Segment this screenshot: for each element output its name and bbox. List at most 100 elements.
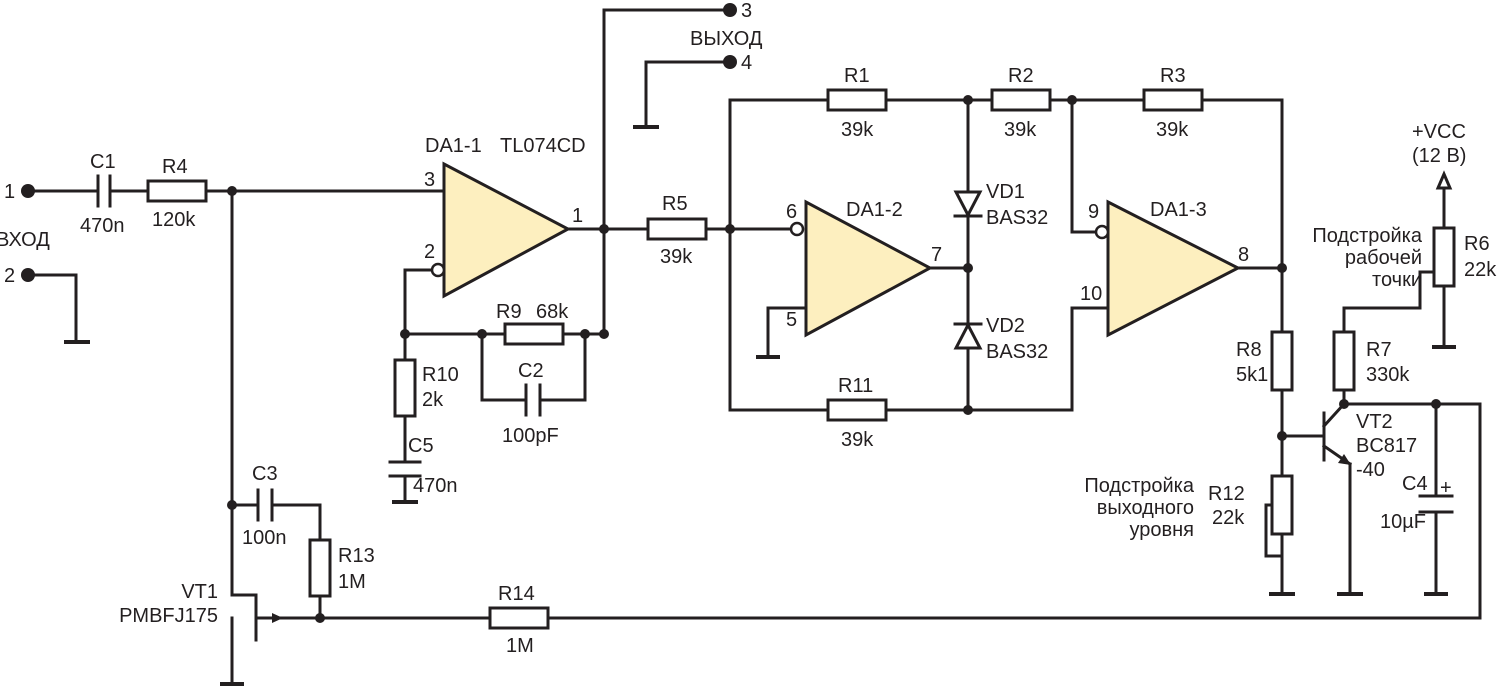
- capacitor-c1: [96, 174, 112, 208]
- r7-value: 330k: [1366, 364, 1410, 386]
- junction-dot: [477, 329, 487, 339]
- junction-dot: [227, 186, 237, 196]
- opamp-da1-2: [789, 199, 934, 338]
- inverting-input-bubble: [430, 262, 446, 278]
- r3-name: R3: [1160, 65, 1186, 87]
- r1-value: 39k: [841, 119, 874, 141]
- r5-value: 39k: [660, 246, 693, 268]
- trim2-line1: Подстройка: [1084, 475, 1194, 497]
- r8-value: 5k1: [1236, 364, 1268, 386]
- r7-name: R7: [1366, 339, 1392, 361]
- resistor-r6: [1432, 226, 1456, 288]
- inverting-input-bubble: [789, 221, 805, 237]
- c5-value: 470n: [413, 475, 458, 497]
- vd1-part: BAS32: [986, 207, 1048, 229]
- vcc-line1: +VCC: [1412, 121, 1466, 143]
- c3-value: 100n: [242, 527, 287, 549]
- trim1-line3: точки: [1372, 269, 1422, 291]
- resistor-r9: [503, 322, 565, 346]
- r10-value: 2k: [422, 389, 444, 411]
- vt1-part: PMBFJ175: [119, 605, 218, 627]
- resistor-r8: [1270, 330, 1294, 392]
- capacitors: [96, 174, 1454, 522]
- junction-dot: [963, 95, 973, 105]
- output-name-label: ВЫХОД: [690, 28, 763, 50]
- da12-pin5: 5: [786, 309, 797, 331]
- r9-value: 68k: [536, 301, 569, 323]
- r13-name: R13: [338, 545, 375, 567]
- junction-dot: [963, 263, 973, 273]
- terminals: [21, 3, 737, 282]
- resistor-r11: [826, 398, 888, 422]
- vd2-name: VD2: [986, 315, 1025, 337]
- da12-name: DA1-2: [846, 199, 903, 221]
- da11-part: TL074CD: [500, 135, 586, 157]
- da11-pin3: 3: [424, 169, 435, 191]
- resistor-r5: [646, 217, 708, 241]
- junction-dot: [1067, 95, 1077, 105]
- junction-dot: [1277, 263, 1287, 273]
- da12-pin6: 6: [786, 201, 797, 223]
- r5-name: R5: [662, 193, 688, 215]
- junction-dot: [725, 224, 735, 234]
- input-pin2-label: 2: [4, 265, 15, 287]
- junction-dots: [227, 95, 1441, 623]
- trim1-line1: Подстройка: [1312, 225, 1422, 247]
- vcc-arrow: [1435, 170, 1453, 190]
- junction-dot: [315, 613, 325, 623]
- r8-name: R8: [1236, 339, 1262, 361]
- c4-value: 10µF: [1380, 511, 1426, 533]
- vt2-part2: -40: [1356, 459, 1385, 481]
- da13-pin10: 10: [1080, 283, 1102, 305]
- resistor-r7: [1332, 330, 1356, 392]
- ground-symbols: [64, 125, 1456, 686]
- r1-name: R1: [844, 65, 870, 87]
- junction-dot: [963, 405, 973, 415]
- diode-vd1: [953, 190, 983, 219]
- r6-name: R6: [1464, 233, 1490, 255]
- da13-name: DA1-3: [1150, 199, 1207, 221]
- output-pin4-label: 4: [741, 52, 752, 74]
- input-terminal-2: [21, 268, 35, 282]
- da12-pin7: 7: [931, 244, 942, 266]
- r12-name: R12: [1208, 483, 1245, 505]
- resistor-r2: [990, 88, 1052, 112]
- junction-dot: [1277, 431, 1287, 441]
- junction-dot: [580, 329, 590, 339]
- resistor-r13: [308, 538, 332, 598]
- r13-value: 1M: [338, 571, 366, 593]
- junction-dot: [1339, 399, 1349, 409]
- da11-name: DA1-1: [425, 135, 482, 157]
- trim1-line2: рабочей: [1345, 247, 1422, 269]
- r6-value: 22k: [1464, 259, 1497, 281]
- capacitor-c5: [388, 460, 422, 478]
- junction-dot: [400, 329, 410, 339]
- junction-dot: [1431, 399, 1441, 409]
- r11-name: R11: [838, 375, 873, 397]
- input-terminal-1: [21, 184, 35, 198]
- wires: [26, 8, 1482, 685]
- r4-value: 120k: [152, 209, 196, 231]
- c4-name: C4: [1402, 473, 1428, 495]
- inverting-input-bubble: [1094, 224, 1110, 240]
- da13-pin8: 8: [1238, 244, 1249, 266]
- vt2-name: VT2: [1356, 411, 1393, 433]
- da11-pin1: 1: [572, 205, 583, 227]
- r14-value: 1M: [506, 635, 534, 657]
- r2-name: R2: [1008, 65, 1034, 87]
- c3-name: C3: [252, 463, 278, 485]
- output-pin3-label: 3: [741, 0, 752, 22]
- resistor-r4: [146, 179, 208, 203]
- labels: 1 ВХОД 2 3 ВЫХОД 4 C1 470n R4 120k DA1-1…: [0, 0, 1497, 657]
- input-name-label: ВХОД: [0, 229, 50, 251]
- output-terminal-3: [723, 3, 737, 17]
- r4-name: R4: [162, 156, 188, 178]
- junction-dot: [599, 224, 609, 234]
- opamp-da1-1: [430, 161, 572, 299]
- junction-dot: [227, 500, 237, 510]
- resistor-r1: [826, 88, 888, 112]
- trim2-line3: уровня: [1129, 519, 1194, 541]
- r3-value: 39k: [1156, 119, 1189, 141]
- resistor-r10: [393, 358, 417, 418]
